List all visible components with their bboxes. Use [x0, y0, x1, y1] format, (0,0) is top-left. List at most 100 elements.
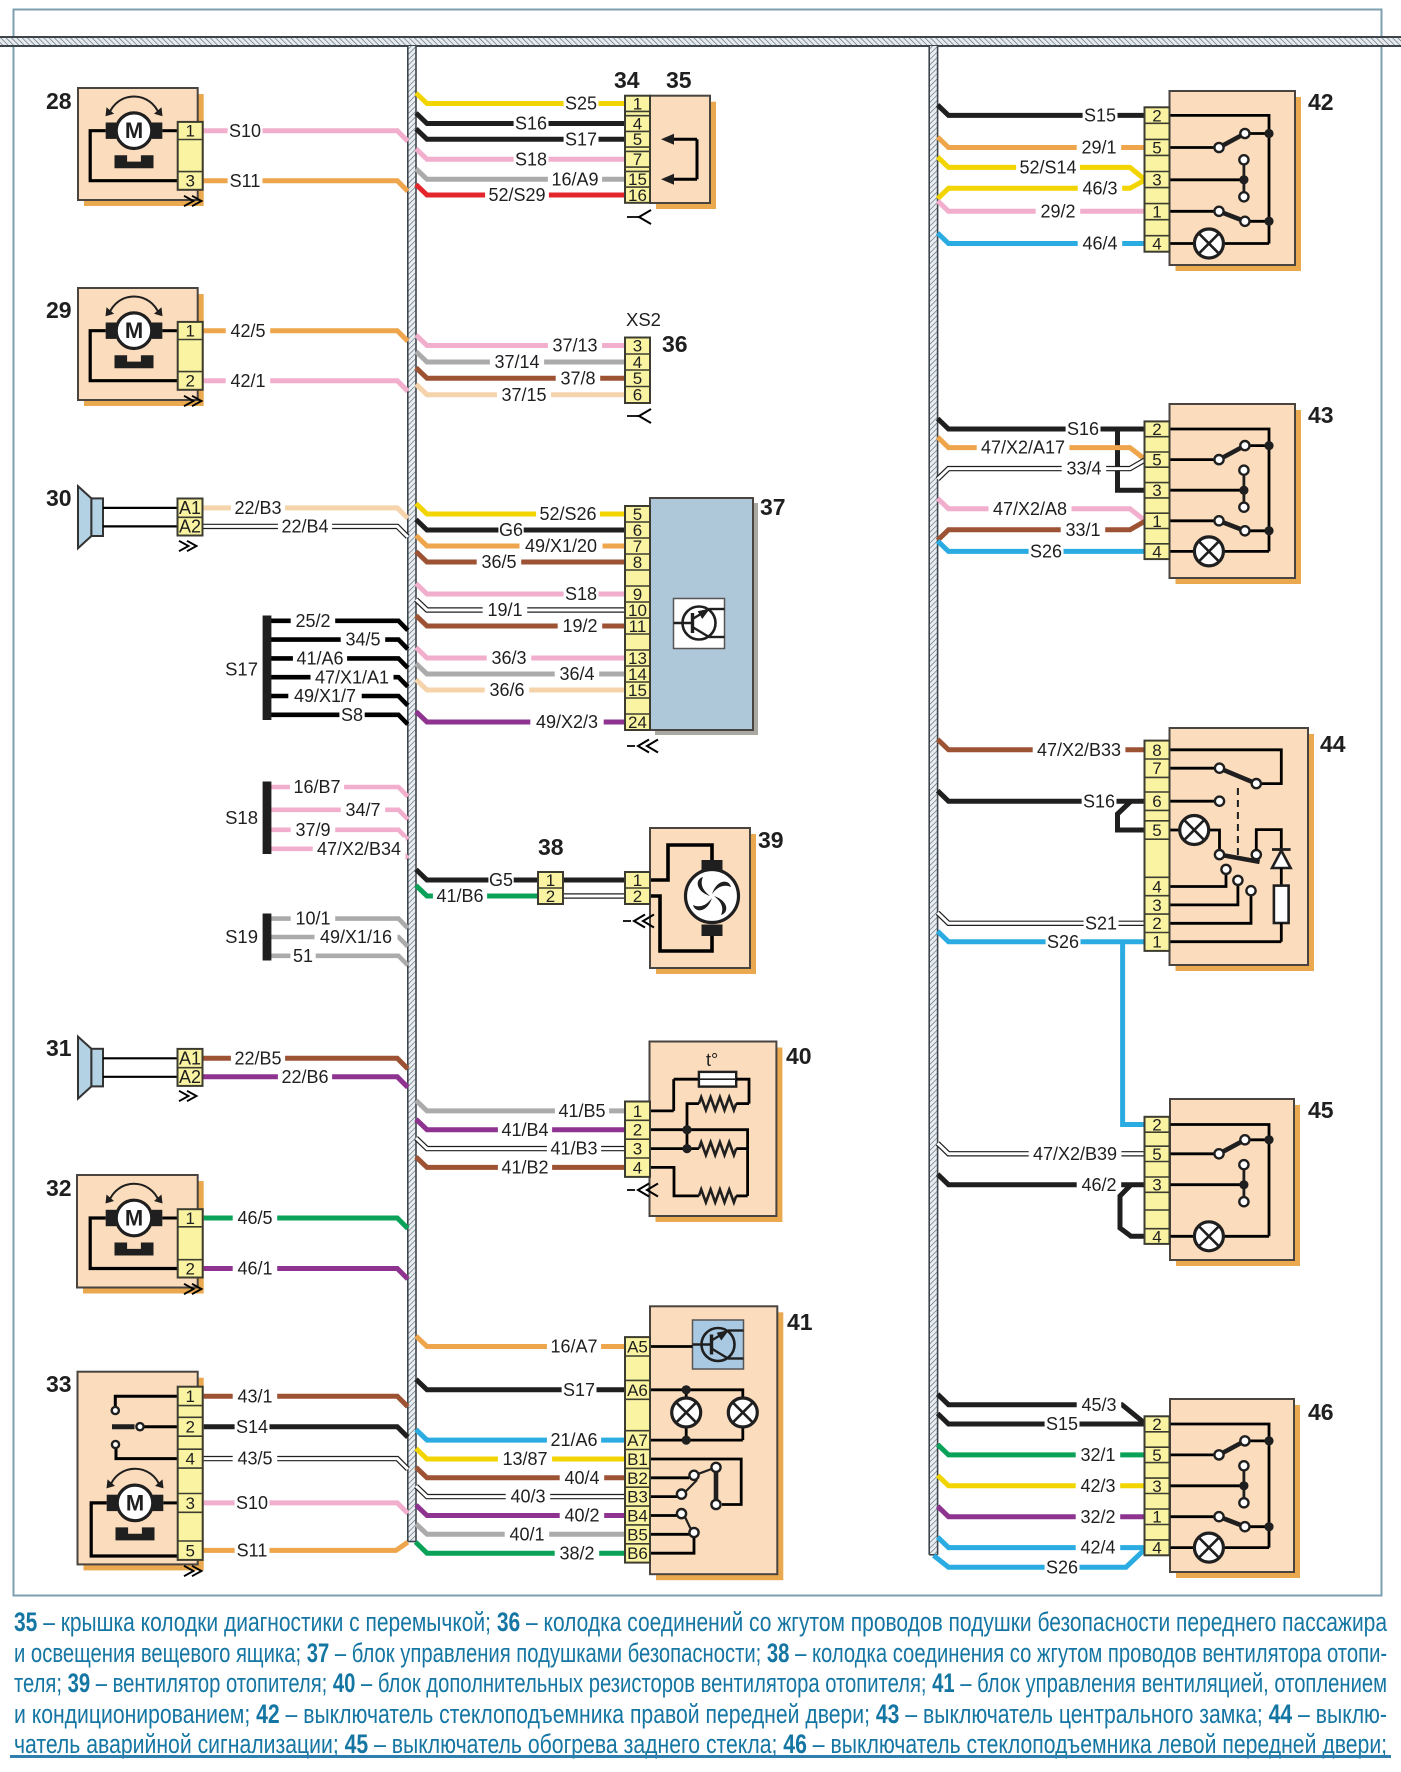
svg-text:3: 3: [185, 1494, 194, 1513]
svg-text:34/7: 34/7: [345, 800, 380, 820]
svg-text:4: 4: [633, 1158, 642, 1177]
svg-text:S14: S14: [236, 1417, 268, 1437]
svg-text:1: 1: [185, 122, 194, 141]
svg-text:41: 41: [787, 1309, 813, 1335]
svg-text:5: 5: [1152, 1145, 1161, 1164]
svg-text:46/5: 46/5: [237, 1208, 272, 1228]
svg-text:36/6: 36/6: [489, 680, 524, 700]
svg-text:4: 4: [1152, 542, 1161, 561]
svg-text:43: 43: [1308, 402, 1334, 428]
svg-text:2: 2: [185, 372, 194, 391]
svg-text:34/5: 34/5: [345, 630, 380, 650]
svg-text:46/1: 46/1: [237, 1259, 272, 1279]
svg-text:S17: S17: [225, 659, 258, 680]
svg-text:13/87: 13/87: [502, 1449, 547, 1469]
svg-text:40: 40: [786, 1043, 812, 1069]
svg-text:32: 32: [46, 1175, 72, 1201]
svg-text:S17: S17: [563, 1380, 595, 1400]
svg-text:3: 3: [1152, 1477, 1161, 1496]
svg-text:S11: S11: [237, 1541, 268, 1561]
svg-text:15: 15: [628, 170, 647, 189]
svg-text:36/3: 36/3: [491, 648, 526, 668]
svg-text:M: M: [125, 318, 143, 343]
svg-text:8: 8: [1152, 741, 1161, 760]
svg-text:1: 1: [633, 1102, 642, 1121]
svg-text:34: 34: [614, 67, 640, 93]
svg-text:6: 6: [633, 386, 642, 405]
svg-text:6: 6: [1152, 792, 1161, 811]
svg-text:11: 11: [629, 617, 647, 636]
svg-text:21/A6: 21/A6: [550, 1430, 597, 1450]
svg-text:2: 2: [633, 1121, 642, 1140]
svg-text:47/X2/B39: 47/X2/B39: [1033, 1144, 1117, 1164]
svg-text:t°: t°: [706, 1050, 718, 1070]
svg-text:47/X2/B34: 47/X2/B34: [317, 839, 401, 859]
svg-text:45: 45: [1308, 1097, 1334, 1123]
svg-text:15: 15: [628, 681, 647, 700]
svg-text:29: 29: [46, 297, 72, 323]
svg-text:24: 24: [628, 713, 647, 732]
svg-text:46/3: 46/3: [1082, 178, 1117, 198]
svg-text:A1: A1: [179, 1049, 201, 1069]
svg-text:30: 30: [46, 485, 72, 511]
svg-text:41/B2: 41/B2: [501, 1158, 548, 1178]
svg-text:A2: A2: [179, 1067, 201, 1087]
svg-text:16: 16: [628, 186, 647, 205]
svg-text:52/S26: 52/S26: [539, 504, 596, 524]
svg-text:3: 3: [1152, 896, 1161, 915]
svg-text:38: 38: [538, 834, 564, 860]
svg-text:49/X1/7: 49/X1/7: [294, 686, 356, 706]
svg-text:S18: S18: [515, 149, 547, 169]
svg-text:G6: G6: [499, 520, 523, 540]
svg-text:16/A9: 16/A9: [551, 169, 598, 189]
svg-text:6: 6: [633, 521, 642, 540]
svg-text:38/2: 38/2: [559, 1543, 594, 1563]
svg-text:16/A7: 16/A7: [550, 1337, 597, 1357]
svg-text:41/B3: 41/B3: [550, 1139, 597, 1159]
svg-text:3: 3: [185, 172, 194, 191]
svg-text:49/X1/20: 49/X1/20: [525, 536, 597, 556]
svg-text:37/9: 37/9: [295, 820, 330, 840]
svg-text:42/4: 42/4: [1080, 1538, 1115, 1558]
svg-text:S16: S16: [1067, 419, 1099, 439]
svg-text:32/1: 32/1: [1080, 1445, 1115, 1465]
svg-text:S21: S21: [1085, 913, 1117, 933]
svg-text:10: 10: [628, 601, 647, 620]
svg-text:29/2: 29/2: [1040, 201, 1075, 221]
svg-text:42: 42: [1308, 89, 1334, 115]
svg-text:4: 4: [1152, 878, 1161, 897]
svg-text:35: 35: [666, 67, 692, 93]
svg-text:5: 5: [633, 369, 642, 388]
svg-text:2: 2: [1152, 420, 1161, 439]
svg-text:22/B4: 22/B4: [281, 517, 328, 537]
svg-text:9: 9: [633, 585, 642, 604]
svg-text:5: 5: [1152, 821, 1161, 840]
svg-text:B2: B2: [627, 1469, 648, 1488]
svg-text:36: 36: [662, 331, 688, 357]
svg-text:49/X1/16: 49/X1/16: [320, 927, 392, 947]
svg-text:4: 4: [1152, 1539, 1161, 1558]
svg-text:52/S29: 52/S29: [488, 185, 545, 205]
svg-text:46/4: 46/4: [1082, 234, 1117, 254]
svg-text:42/3: 42/3: [1080, 1476, 1115, 1496]
svg-text:S19: S19: [225, 926, 258, 947]
svg-text:1: 1: [185, 322, 194, 341]
svg-text:33/4: 33/4: [1066, 459, 1101, 479]
svg-text:S11: S11: [230, 171, 261, 191]
svg-text:S26: S26: [1047, 932, 1079, 952]
svg-text:49/X2/3: 49/X2/3: [536, 712, 598, 732]
svg-text:B4: B4: [627, 1507, 648, 1526]
svg-text:5: 5: [1152, 451, 1161, 470]
svg-text:B5: B5: [627, 1525, 648, 1544]
svg-text:5: 5: [1152, 138, 1161, 157]
svg-text:3: 3: [1152, 171, 1161, 190]
svg-text:45/3: 45/3: [1081, 1395, 1116, 1415]
svg-text:4: 4: [1152, 1227, 1161, 1246]
svg-text:39: 39: [758, 827, 784, 853]
svg-text:2: 2: [1152, 106, 1161, 125]
svg-text:4: 4: [633, 115, 642, 134]
svg-text:4: 4: [633, 353, 642, 372]
svg-text:14: 14: [628, 665, 647, 684]
svg-text:2: 2: [185, 1260, 194, 1279]
svg-text:M: M: [126, 1490, 144, 1515]
